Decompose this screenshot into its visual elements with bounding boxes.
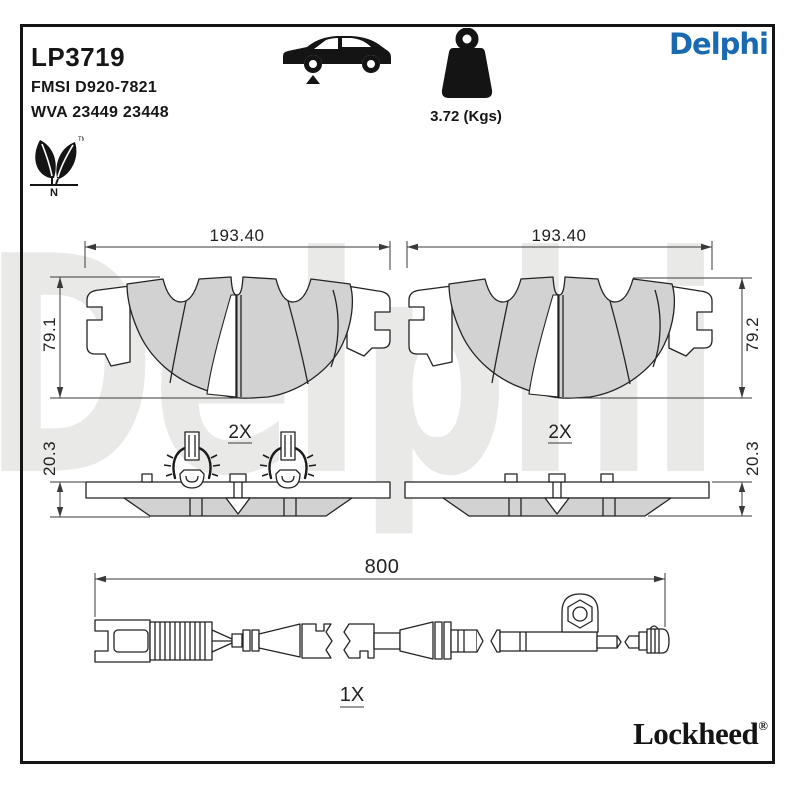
qty-pad-left: 2X [228, 422, 252, 443]
fmsi-reference: FMSI D920-7821 [31, 79, 158, 96]
qty-pad-right: 2X [548, 422, 572, 443]
spring-clip-right [258, 430, 318, 490]
dim-height-left: 79.1 [40, 317, 59, 352]
registered-mark: ® [758, 718, 768, 733]
dim-width-right: 193.40 [532, 226, 587, 245]
pad-front-right-drawing: 193.40 79.2 [406, 226, 762, 399]
pad-front-left-drawing: 193.40 79.1 [40, 226, 391, 399]
quantity-labels: 2X 2X [228, 422, 572, 444]
dim-sensor-length: 800 [365, 556, 400, 578]
spring-clip-left [162, 430, 222, 490]
wear-sensor-drawing: 800 [94, 556, 670, 708]
dim-thickness-right: 20.3 [743, 441, 762, 476]
dim-height-right: 79.2 [743, 317, 762, 352]
qty-sensor: 1X [340, 684, 364, 706]
dim-thickness-left: 20.3 [40, 441, 59, 476]
pad-side-left-drawing: 20.3 [40, 430, 391, 518]
lockheed-wordmark: Lockheed [633, 716, 759, 751]
front-axle-marker-triangle [306, 75, 320, 84]
eco-letter: N [50, 187, 58, 198]
part-number: LP3719 [31, 42, 126, 72]
delphi-logo: Delphi [668, 27, 769, 61]
car-front-axle-icon [283, 36, 391, 84]
pad-side-right-drawing: 20.3 [404, 441, 762, 517]
dim-width-left: 193.40 [210, 226, 265, 245]
wva-reference: WVA 23449 23448 [31, 104, 169, 121]
weight-icon [441, 28, 493, 98]
eco-trademark: TM [78, 137, 84, 143]
lockheed-logo: Lockheed® [590, 716, 768, 752]
weight-value: 3.72 (Kgs) [430, 108, 502, 125]
eco-leaf-icon: N TM [30, 137, 84, 198]
